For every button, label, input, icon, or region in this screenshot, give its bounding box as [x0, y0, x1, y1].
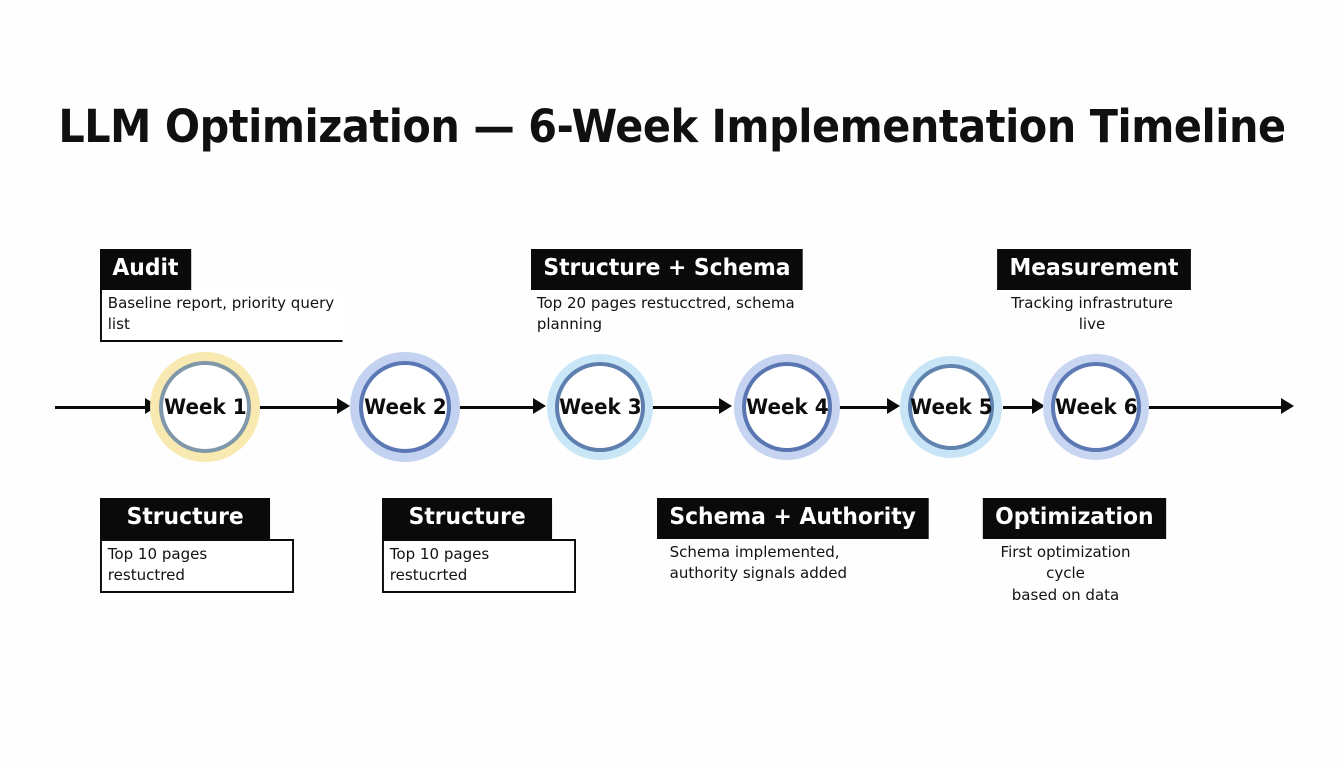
callout-above-measurement: Measurement Tracking infrastruture live — [992, 249, 1192, 340]
callout-description: Schema implemented, authority signals ad… — [669, 543, 848, 583]
callout-below-structure-2: Structure Top 10 pages restucrted — [382, 498, 582, 593]
node-ring — [1051, 362, 1141, 452]
timeline-segment-3 — [652, 406, 726, 409]
timeline-segment-5 — [1003, 406, 1039, 409]
callout-description: First optimization cycle based on data — [1000, 543, 1131, 604]
timeline-segment-2 — [456, 406, 541, 409]
node-ring — [159, 361, 251, 453]
callout-chip: Structure — [382, 498, 553, 539]
callout-chip: Measurement — [997, 249, 1191, 290]
callout-description: Baseline report, priority query list — [100, 290, 343, 342]
timeline-node-label: Week 6 — [1054, 395, 1138, 419]
callout-above-audit: Audit Baseline report, priority query li… — [100, 249, 400, 342]
timeline-node-week-5[interactable]: Week 5 — [900, 356, 1002, 458]
timeline-node-week-1[interactable]: Week 1 — [150, 352, 260, 462]
node-ring — [742, 362, 832, 452]
timeline-segment-1 — [256, 406, 344, 409]
timeline-node-label: Week 5 — [909, 395, 993, 419]
timeline-arrowhead-4 — [887, 398, 900, 414]
timeline-arrowhead-exit — [1281, 398, 1294, 414]
callout-chip: Schema + Authority — [657, 498, 929, 539]
node-ring — [555, 362, 645, 452]
timeline-segment-entry — [55, 406, 155, 409]
callout-above-structure-schema: Structure + Schema Top 20 pages restucct… — [531, 249, 871, 340]
timeline-arrowhead-2 — [533, 398, 546, 414]
timeline-node-week-2[interactable]: Week 2 — [350, 352, 460, 462]
callout-description: Tracking infrastruture live — [1011, 294, 1173, 334]
callout-chip: Structure + Schema — [531, 249, 803, 290]
timeline-node-label: Week 4 — [745, 395, 829, 419]
callout-chip: Audit — [100, 249, 191, 290]
timeline-arrowhead-1 — [337, 398, 350, 414]
callout-below-schema-authority: Schema + Authority Schema implemented, a… — [657, 498, 929, 589]
timeline-segment-exit — [1146, 406, 1288, 409]
node-ring — [908, 364, 994, 450]
page-title: LLM Optimization — 6-Week Implementation… — [58, 100, 1286, 153]
timeline-node-week-3[interactable]: Week 3 — [547, 354, 653, 460]
timeline-node-label: Week 3 — [558, 395, 642, 419]
callout-below-structure-1: Structure Top 10 pages restuctred — [100, 498, 300, 593]
timeline-arrowhead-3 — [719, 398, 732, 414]
callout-chip: Optimization — [982, 498, 1166, 539]
callout-description: Top 10 pages restucrted — [382, 539, 576, 593]
timeline-segment-4 — [838, 406, 894, 409]
timeline-node-week-6[interactable]: Week 6 — [1043, 354, 1149, 460]
callout-description: Top 20 pages restucctred, schema plannin… — [536, 294, 795, 334]
timeline-node-label: Week 1 — [163, 395, 247, 419]
node-ring — [359, 361, 451, 453]
timeline-node-week-4[interactable]: Week 4 — [734, 354, 840, 460]
callout-chip: Structure — [100, 498, 271, 539]
callout-below-optimization: Optimization First optimization cycle ba… — [978, 498, 1166, 610]
timeline-node-label: Week 2 — [363, 395, 447, 419]
timeline-arrowhead-5 — [1032, 398, 1045, 414]
callout-description: Top 10 pages restuctred — [100, 539, 294, 593]
